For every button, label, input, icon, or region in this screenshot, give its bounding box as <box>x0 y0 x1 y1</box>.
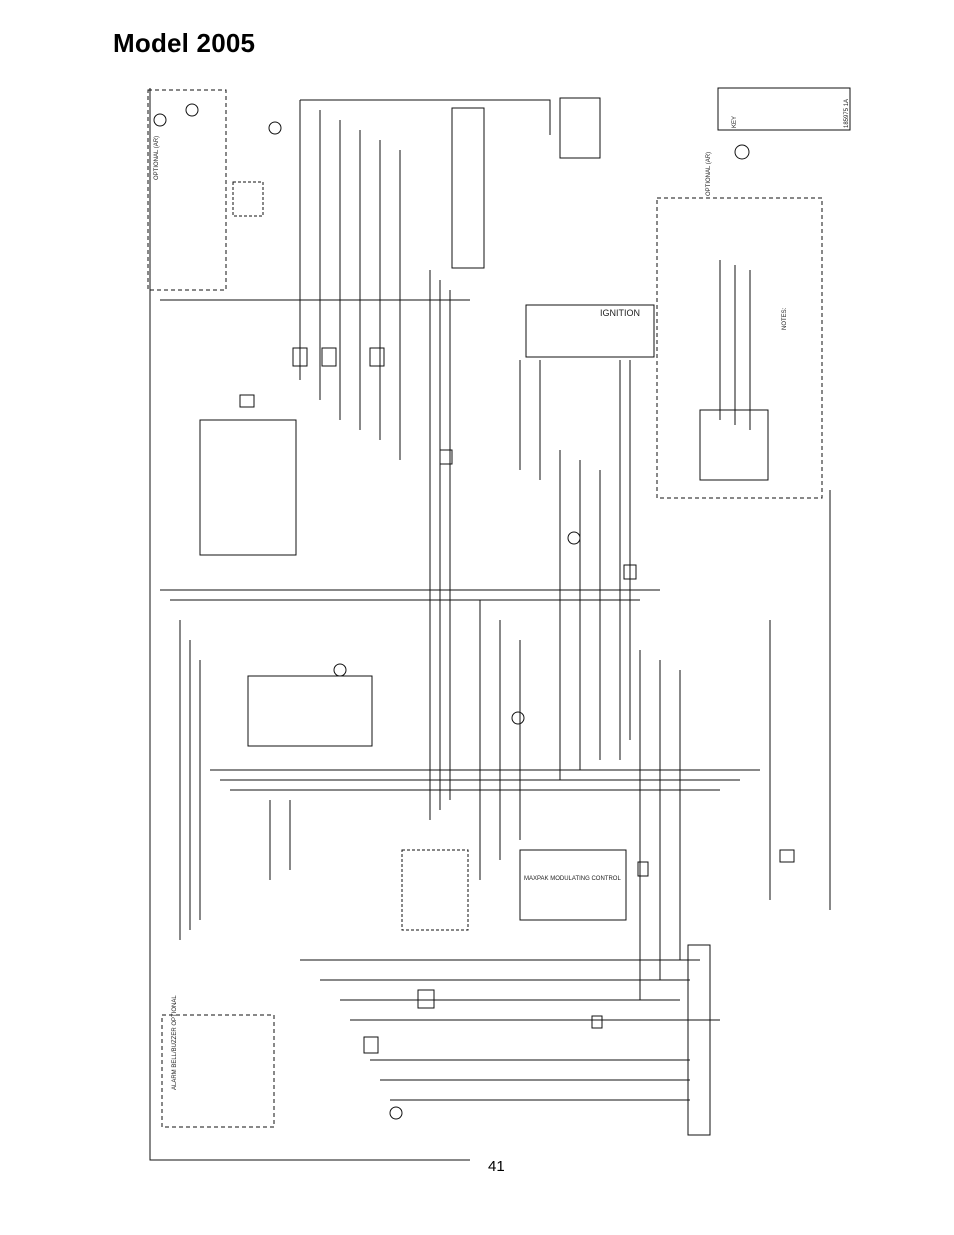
optional-right-label: OPTIONAL (AR) <box>706 152 712 196</box>
notes-label: NOTES: <box>782 307 788 330</box>
page-title: Model 2005 <box>113 28 256 58</box>
doc-id-label: 185975 1A <box>844 99 850 128</box>
ignition-label: IGNITION <box>600 308 640 318</box>
key-label: KEY <box>732 116 738 128</box>
modulating-control-label: MAXPAK MODULATING CONTROL <box>524 876 621 882</box>
alarm-bell-label: ALARM BELL/BUZZER OPTIONAL <box>172 995 178 1090</box>
optional-left-label: OPTIONAL (AR) <box>154 136 160 180</box>
page-number: 41 <box>488 1158 505 1175</box>
